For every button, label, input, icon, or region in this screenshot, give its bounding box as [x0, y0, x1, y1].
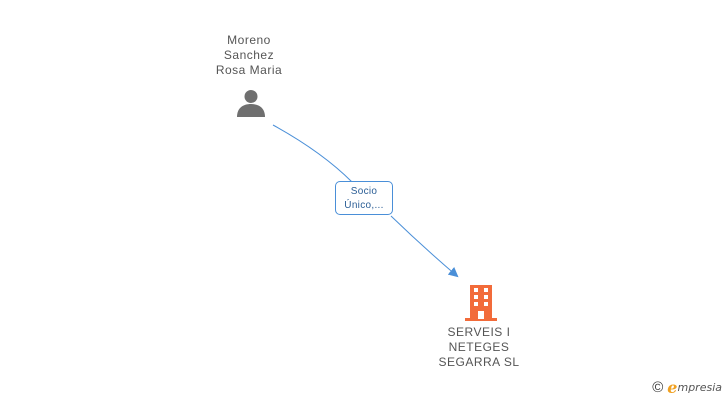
copyright-symbol: © [652, 379, 664, 396]
relation-label-line: Único,... [344, 200, 384, 211]
person-name[interactable]: Moreno Sanchez Rosa Maria [199, 33, 299, 78]
relation-label-line: Socio [350, 186, 378, 197]
relation-edge-arrow [390, 215, 459, 278]
person-icon[interactable] [236, 88, 266, 118]
relation-label[interactable]: Socio Único,... [335, 181, 393, 215]
brand-logo-text: mpresia [677, 381, 722, 394]
relation-edge [272, 124, 353, 183]
company-name-line: SERVEIS I [447, 325, 511, 339]
brand-watermark: © e mpresia [652, 379, 722, 397]
person-name-line: Rosa Maria [215, 63, 283, 77]
building-icon[interactable] [465, 285, 497, 321]
company-name-line: SEGARRA SL [438, 355, 520, 369]
company-name-line: NETEGES [448, 340, 510, 354]
company-name[interactable]: SERVEIS I NETEGES SEGARRA SL [419, 325, 539, 370]
person-name-line: Moreno [227, 33, 271, 47]
brand-logo-initial: e [667, 378, 678, 397]
person-name-line: Sanchez [223, 48, 275, 62]
